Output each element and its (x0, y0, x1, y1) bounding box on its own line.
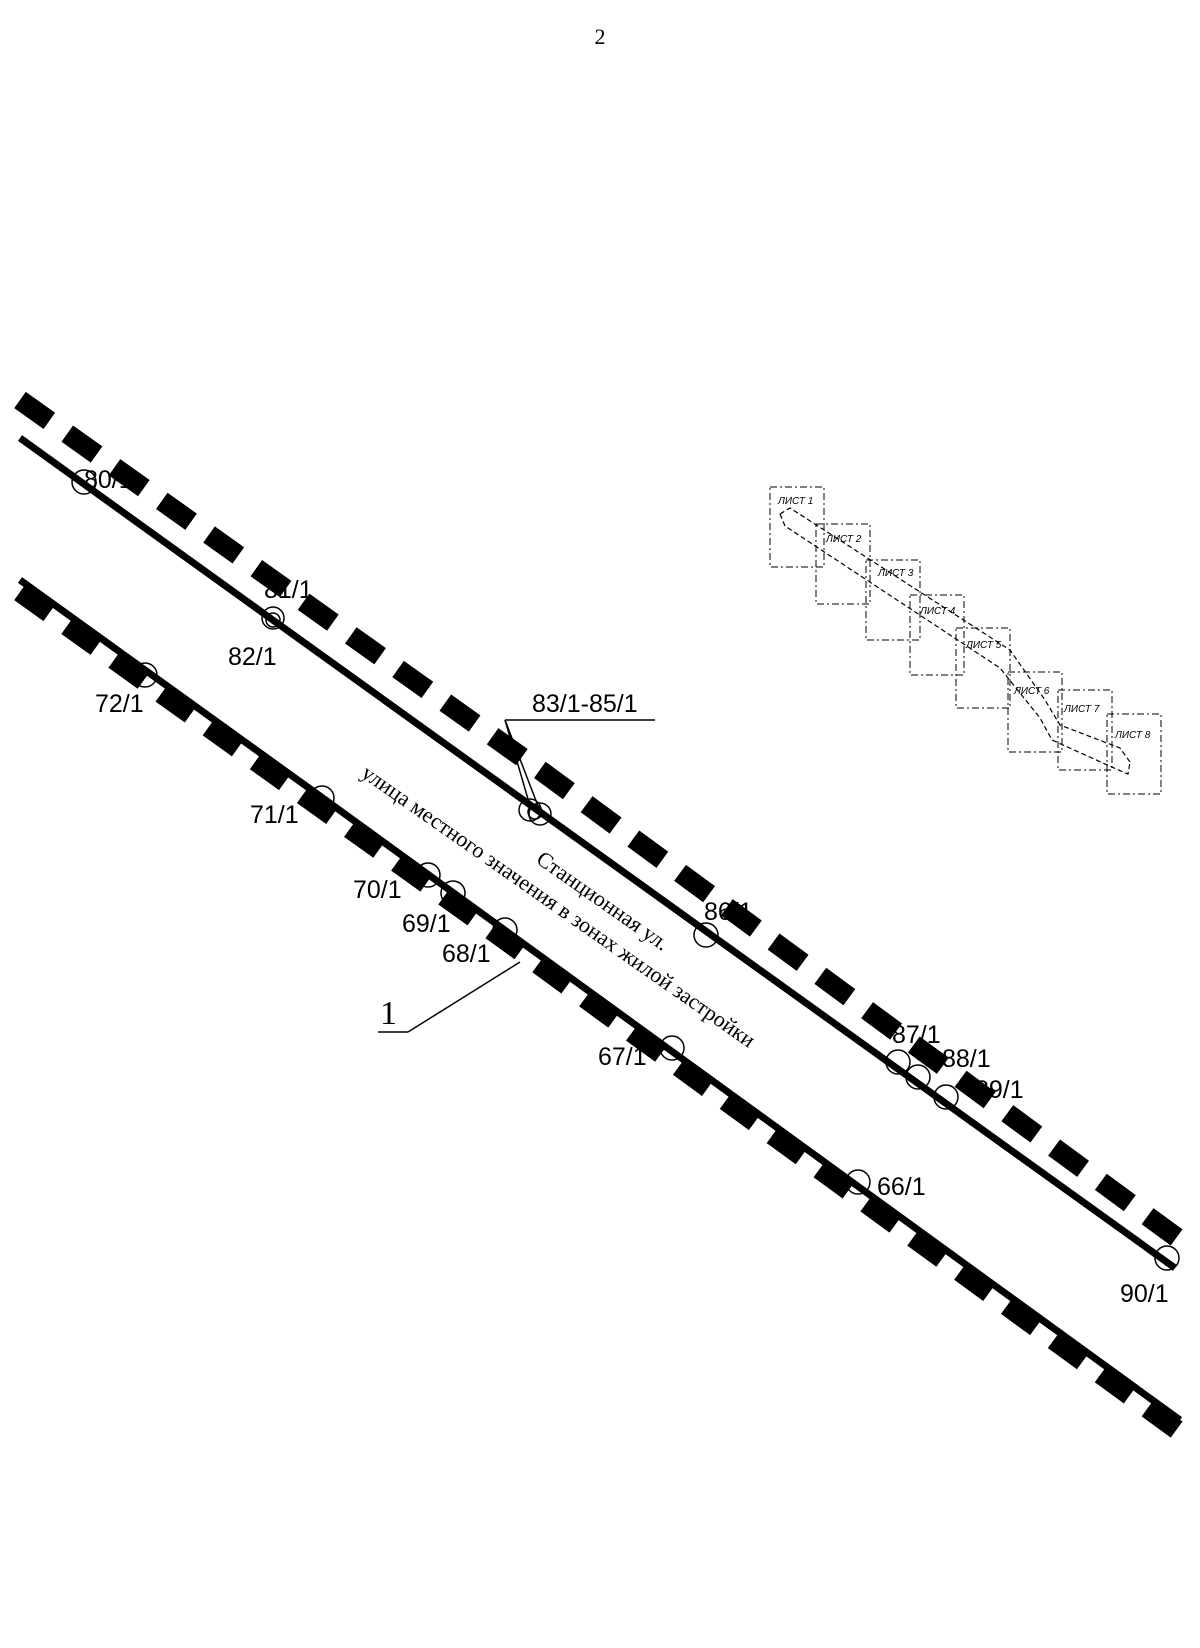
point-label-70: 70/1 (353, 876, 402, 904)
sheet-frame-7 (1057, 689, 1113, 771)
point-label-88: 88/1 (942, 1045, 991, 1073)
point-marker (845, 1169, 871, 1195)
page-number: 2 (594, 24, 606, 49)
point-marker (1154, 1245, 1180, 1271)
point-marker (933, 1084, 959, 1110)
point-marker (885, 1049, 911, 1075)
point-marker (261, 606, 285, 630)
north-dashed-boundary (14, 391, 1186, 1249)
sheet-label-3: ЛИСТ 3 (877, 568, 914, 579)
sheet-label-1: ЛИСТ 1 (777, 496, 813, 507)
point-marker (440, 880, 466, 906)
south-point-markers (132, 662, 871, 1195)
point-marker (132, 662, 158, 688)
point-label-72: 72/1 (95, 690, 144, 718)
point-label-87: 87/1 (892, 1021, 941, 1049)
point-label-68: 68/1 (442, 940, 491, 968)
sheet-frame-5 (955, 627, 1011, 709)
point-marker (265, 612, 281, 628)
point-label-80: 80/1 (84, 466, 133, 494)
group-callout-label: 83/1-85/1 (532, 690, 638, 718)
point-label-81: 81/1 (264, 576, 313, 604)
sheet-label-6: ЛИСТ 6 (1013, 686, 1050, 697)
point-marker (71, 469, 97, 495)
north-solid-line (17, 435, 1178, 1271)
sheet-frame-1 (769, 486, 825, 568)
point-label-69: 69/1 (402, 910, 451, 938)
sheet-label-7: ЛИСТ 7 (1063, 704, 1100, 715)
point-marker (693, 922, 719, 948)
point-label-90: 90/1 (1120, 1280, 1169, 1308)
sheet-frame-3 (865, 559, 921, 641)
sheet-label-5: ЛИСТ 5 (965, 640, 1002, 651)
sheet-labels: ЛИСТ 1 ЛИСТ 2 ЛИСТ 3 ЛИСТ 4 ЛИСТ 5 ЛИСТ … (777, 496, 1151, 741)
sheet-frame-6 (1007, 671, 1063, 753)
line-number-callout: 1 (378, 961, 521, 1033)
point-label-82: 82/1 (228, 643, 277, 671)
point-label-86: 86/1 (704, 898, 753, 926)
point-label-67: 67/1 (598, 1043, 647, 1071)
key-map-corridor (779, 507, 1131, 775)
point-marker (527, 804, 543, 820)
group-callout: 83/1-85/1 (504, 690, 655, 807)
south-point-labels: 72/1 71/1 70/1 69/1 68/1 67/1 66/1 (95, 690, 926, 1201)
point-label-71: 71/1 (250, 801, 299, 829)
street-category: улица местного значения в зонах жилой за… (357, 760, 760, 1053)
north-point-labels: 80/1 81/1 82/1 86/1 87/1 88/1 89/1 90/1 (84, 466, 1169, 1308)
point-marker (309, 785, 335, 811)
point-marker (659, 1035, 685, 1061)
sheet-frame-8 (1106, 713, 1162, 795)
south-dashed-boundary (14, 583, 1186, 1441)
sheet-frame-2 (815, 523, 871, 605)
point-label-66: 66/1 (877, 1173, 926, 1201)
point-marker (415, 862, 441, 888)
south-solid-line (17, 577, 1183, 1423)
line-number-label: 1 (380, 995, 397, 1032)
point-label-89: 89/1 (975, 1076, 1024, 1104)
sheet-label-2: ЛИСТ 2 (825, 534, 862, 545)
north-point-markers (71, 469, 1180, 1271)
sheet-frame-4 (909, 594, 965, 676)
sheet-label-8: ЛИСТ 8 (1114, 730, 1151, 741)
sheet-key-map (769, 486, 1162, 795)
point-marker (905, 1064, 931, 1090)
point-marker (492, 917, 518, 943)
sheet-label-4: ЛИСТ 4 (919, 606, 956, 617)
